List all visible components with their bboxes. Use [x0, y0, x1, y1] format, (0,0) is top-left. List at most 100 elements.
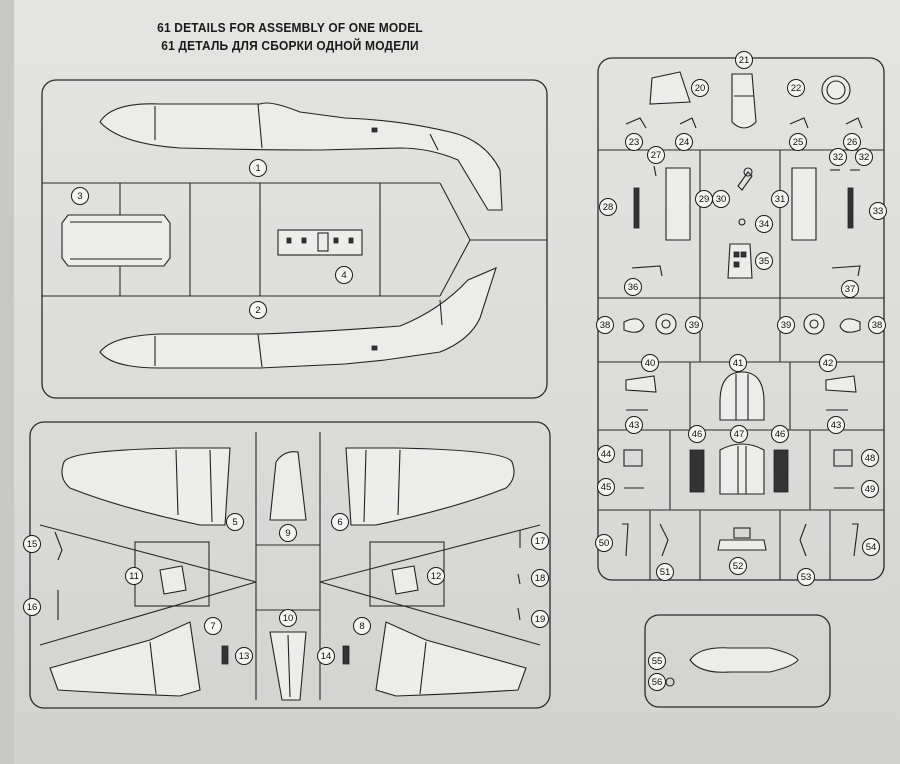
- part-label-circle: [819, 354, 837, 372]
- part-label-30: 30: [712, 190, 730, 208]
- part-label-33: 33: [869, 202, 887, 220]
- part-26: [845, 117, 863, 129]
- part-label-14: 14: [317, 647, 335, 665]
- part-label-37: 37: [841, 280, 859, 298]
- part-label-43: 43: [625, 416, 643, 434]
- part-label-circle: [787, 79, 805, 97]
- part-label-number: 31: [775, 194, 786, 205]
- seat-21: [731, 73, 757, 129]
- part-label-circle: [23, 598, 41, 616]
- part-label-circle: [789, 133, 807, 151]
- part-label-number: 28: [603, 202, 614, 213]
- part-47: [719, 443, 765, 495]
- part-label-number: 47: [734, 429, 745, 440]
- part-label-circle: [777, 316, 795, 334]
- part-label-number: 54: [866, 542, 877, 553]
- part-label-circle: [531, 610, 549, 628]
- canopy-41: [719, 371, 765, 421]
- part-label-number: 5: [232, 517, 237, 528]
- part-label-22: 22: [787, 79, 805, 97]
- part-label-47: 47: [730, 425, 748, 443]
- part-label-26: 26: [843, 133, 861, 151]
- part-label-circle: [869, 202, 887, 220]
- part-label-circle: [204, 617, 222, 635]
- part-53: [799, 523, 807, 557]
- part-label-number: 35: [759, 256, 770, 267]
- part-label-16: 16: [23, 598, 41, 616]
- part-label-number: 36: [628, 282, 639, 293]
- part-label-circle: [625, 133, 643, 151]
- part-label-circle: [249, 301, 267, 319]
- part-25: [789, 117, 809, 129]
- part-label-31: 31: [771, 190, 789, 208]
- part-label-42: 42: [819, 354, 837, 372]
- exhaust-46-left: [689, 449, 705, 493]
- title-english: 61 DETAILS FOR ASSEMBLY OF ONE MODEL: [157, 20, 423, 35]
- fin-10: [269, 631, 307, 701]
- part-label-number: 52: [733, 561, 744, 572]
- canopy-55: [689, 647, 799, 673]
- part-label-circle: [656, 563, 674, 581]
- part-label-circle: [427, 567, 445, 585]
- part-27: [653, 165, 657, 177]
- part-label-circle: [599, 198, 617, 216]
- part-52: [717, 539, 767, 551]
- part-12: [391, 565, 419, 595]
- part-label-circle: [641, 354, 659, 372]
- part-24: [679, 117, 697, 129]
- part-33: [847, 187, 854, 229]
- part-label-circle: [771, 190, 789, 208]
- part-label-44: 44: [597, 445, 615, 463]
- part-label-number: 38: [872, 320, 883, 331]
- part-label-number: 29: [699, 194, 710, 205]
- part-label-50: 50: [595, 534, 613, 552]
- part-label-circle: [685, 316, 703, 334]
- part-19: [517, 607, 521, 621]
- part-34: [738, 218, 746, 226]
- part-label-circle: [597, 478, 615, 496]
- part-label-55: 55: [648, 652, 666, 670]
- part-label-19: 19: [531, 610, 549, 628]
- part-label-21: 21: [735, 51, 753, 69]
- sprue-frame-clear: [644, 614, 831, 708]
- part-label-circle: [531, 532, 549, 550]
- part-label-34: 34: [755, 215, 773, 233]
- part-56: [665, 677, 675, 687]
- part-label-number: 4: [341, 270, 346, 281]
- part-label-circle: [755, 252, 773, 270]
- part-label-number: 38: [600, 320, 611, 331]
- part-38-right: [839, 318, 861, 333]
- part-label-circle: [730, 425, 748, 443]
- part-label-39: 39: [777, 316, 795, 334]
- part-51: [659, 523, 669, 557]
- part-label-number: 26: [847, 137, 858, 148]
- part-label-number: 12: [431, 571, 442, 582]
- part-label-circle: [861, 480, 879, 498]
- part-label-number: 50: [599, 538, 610, 549]
- part-label-4: 4: [335, 266, 353, 284]
- part-label-circle: [797, 568, 815, 586]
- wheel-39-right: [803, 313, 825, 335]
- part-label-circle: [597, 445, 615, 463]
- part-label-number: 25: [793, 137, 804, 148]
- part-label-6: 6: [331, 513, 349, 531]
- part-label-circle: [688, 425, 706, 443]
- part-label-number: 43: [629, 420, 640, 431]
- part-14: [342, 645, 350, 665]
- part-label-circle: [675, 133, 693, 151]
- part-label-number: 13: [239, 651, 250, 662]
- part-label-20: 20: [691, 79, 709, 97]
- part-label-32: 32: [855, 148, 873, 166]
- instrument-panel-35: [727, 243, 753, 279]
- part-40: [625, 375, 657, 393]
- part-label-27: 27: [647, 146, 665, 164]
- part-label-number: 18: [535, 573, 546, 584]
- part-label-54: 54: [862, 538, 880, 556]
- part-label-46: 46: [688, 425, 706, 443]
- part-label-number: 6: [337, 517, 342, 528]
- part-label-36: 36: [624, 278, 642, 296]
- part-label-number: 34: [759, 219, 770, 230]
- exhaust-46-right: [773, 449, 789, 493]
- part-label-number: 56: [652, 677, 663, 688]
